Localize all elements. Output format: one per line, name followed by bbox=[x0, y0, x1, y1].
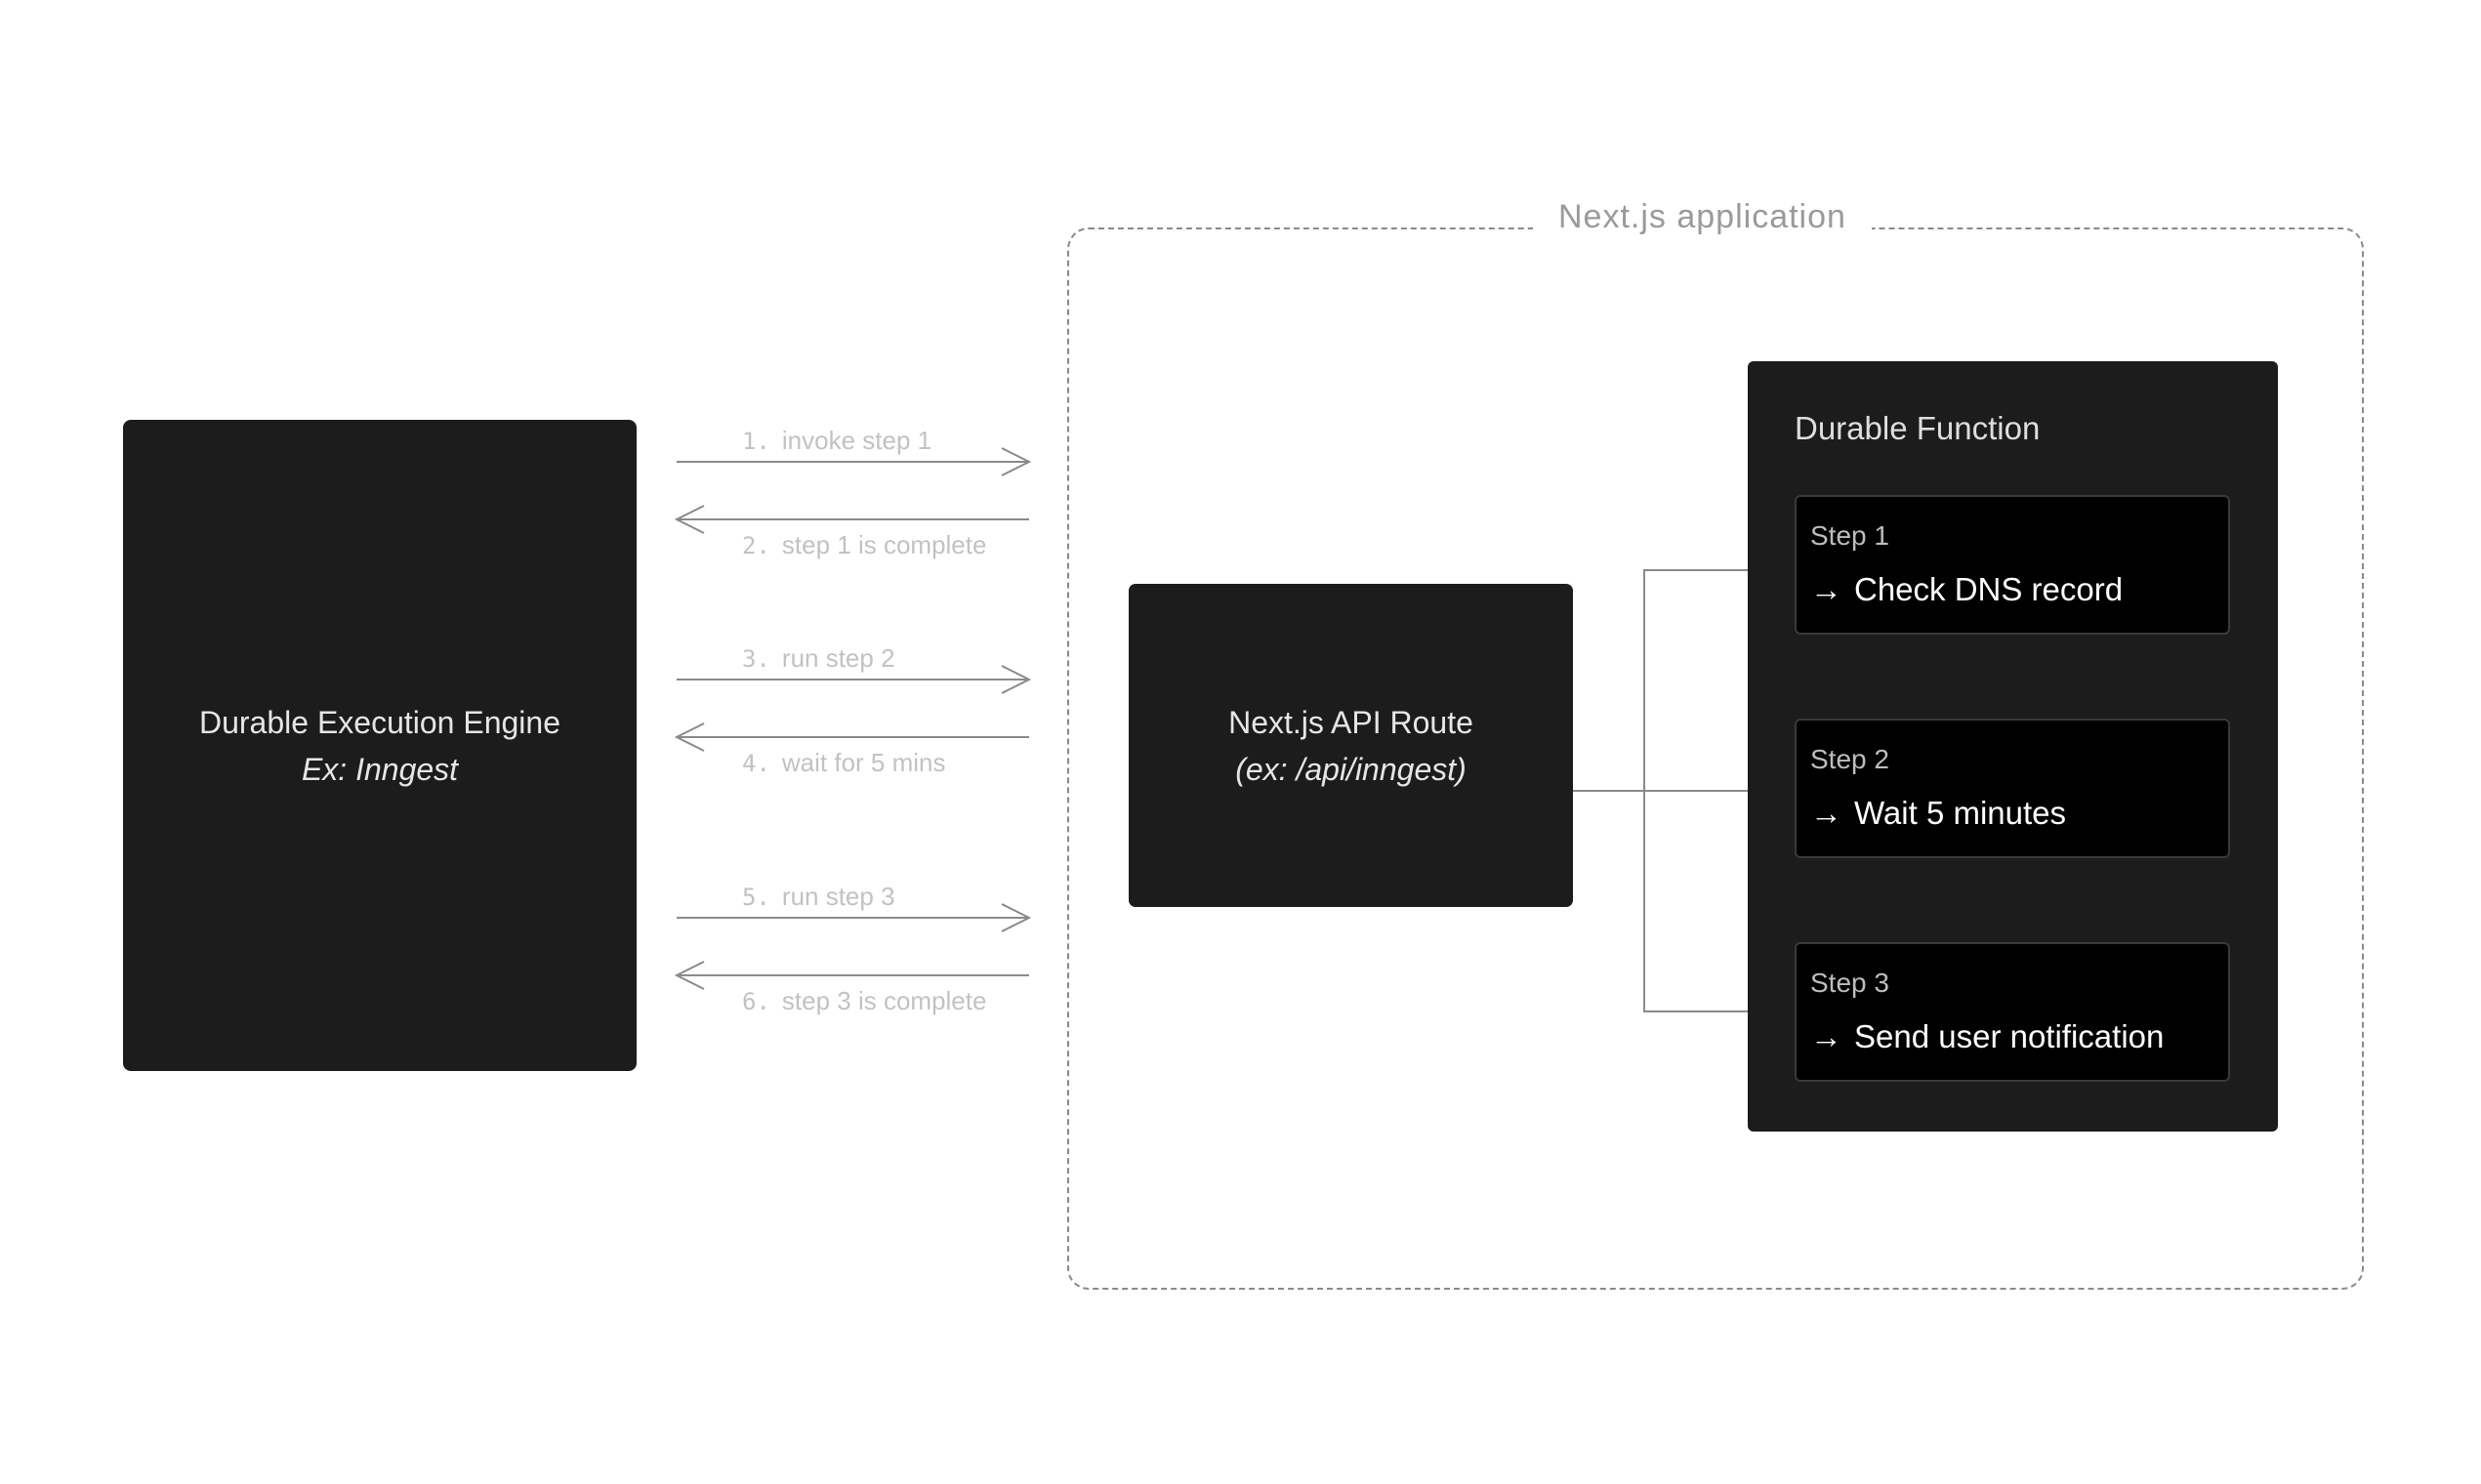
message-text: step 3 is complete bbox=[781, 986, 987, 1015]
message-text: step 1 is complete bbox=[781, 530, 987, 559]
step-action: → Check DNS record bbox=[1810, 571, 2123, 608]
message-number: 6. bbox=[742, 988, 770, 1015]
message-text: wait for 5 mins bbox=[781, 748, 946, 777]
message-label-1: 1. invoke step 1 bbox=[742, 426, 931, 456]
step-action: → Wait 5 minutes bbox=[1810, 795, 2066, 832]
api-route-title: Next.js API Route bbox=[1228, 704, 1473, 740]
message-number: 3. bbox=[742, 645, 770, 673]
message-arrow-4 bbox=[674, 722, 1029, 752]
nextjs-application-label: Next.js application bbox=[1533, 195, 1872, 238]
message-label-3: 3. run step 2 bbox=[742, 643, 895, 674]
message-arrow-1 bbox=[677, 447, 1032, 476]
step-action: → Send user notification bbox=[1810, 1018, 2164, 1055]
durable-execution-engine-box: Durable Execution Engine Ex: Inngest bbox=[123, 420, 637, 1071]
step-label: Step 3 bbox=[1810, 968, 1889, 998]
message-number: 5. bbox=[742, 884, 770, 911]
message-label-6: 6. step 3 is complete bbox=[742, 986, 986, 1016]
step-card-3: Step 3 → Send user notification bbox=[1795, 942, 2230, 1082]
message-number: 1. bbox=[742, 428, 770, 455]
message-text: run step 3 bbox=[781, 882, 895, 911]
arrow-right-icon: → bbox=[1810, 571, 1842, 607]
durable-function-title: Durable Function bbox=[1795, 410, 2041, 446]
message-text: run step 2 bbox=[781, 643, 895, 673]
api-route-example: (ex: /api/inngest) bbox=[1235, 751, 1467, 787]
step-label: Step 2 bbox=[1810, 744, 1889, 774]
message-label-2: 2. step 1 is complete bbox=[742, 530, 986, 560]
message-text: invoke step 1 bbox=[781, 426, 932, 455]
engine-example: Ex: Inngest bbox=[301, 751, 459, 787]
engine-title: Durable Execution Engine bbox=[198, 704, 560, 740]
durable-function-panel: Durable Function Step 1 → Check DNS recor… bbox=[1748, 361, 2278, 1132]
step-card-2: Step 2 → Wait 5 minutes bbox=[1795, 719, 2230, 858]
step-action-text: Send user notification bbox=[1854, 1018, 2165, 1054]
step-action-text: Wait 5 minutes bbox=[1854, 795, 2067, 831]
message-number: 2. bbox=[742, 532, 770, 559]
arrow-right-icon: → bbox=[1810, 1018, 1842, 1054]
message-number: 4. bbox=[742, 750, 770, 777]
step-label: Step 1 bbox=[1810, 520, 1889, 551]
message-arrow-2 bbox=[674, 505, 1029, 534]
message-label-4: 4. wait for 5 mins bbox=[742, 748, 946, 778]
arrow-right-icon: → bbox=[1810, 795, 1842, 831]
message-label-5: 5. run step 3 bbox=[742, 882, 895, 912]
message-arrow-6 bbox=[674, 961, 1029, 990]
message-arrow-3 bbox=[677, 665, 1032, 694]
step-card-1: Step 1 → Check DNS record bbox=[1795, 495, 2230, 635]
nextjs-api-route-box: Next.js API Route (ex: /api/inngest) bbox=[1129, 584, 1573, 907]
step-action-text: Check DNS record bbox=[1854, 571, 2124, 607]
message-arrow-5 bbox=[677, 903, 1032, 932]
